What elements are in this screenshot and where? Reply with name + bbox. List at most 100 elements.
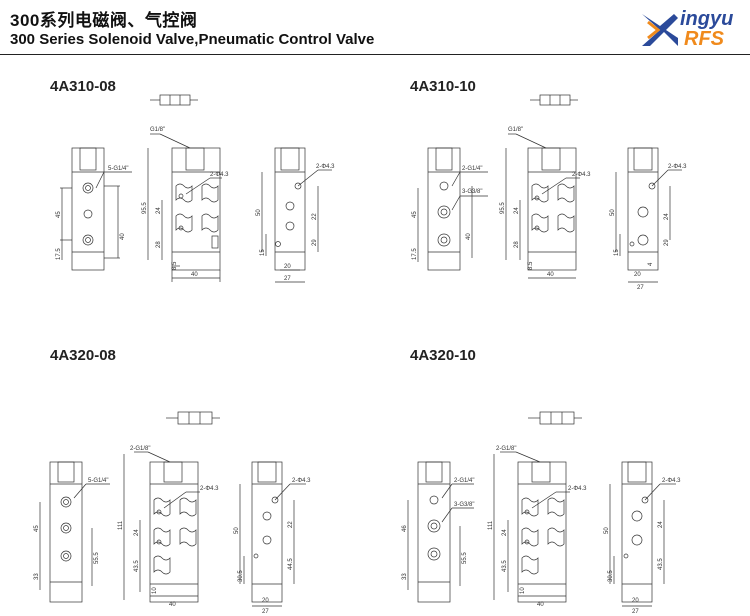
dim-w4: 4 bbox=[648, 262, 654, 266]
dim-w27: 27 bbox=[637, 285, 644, 291]
dim-29: 29 bbox=[312, 239, 318, 246]
dim-29: 29 bbox=[664, 239, 670, 246]
dim-17-5: 17.5 bbox=[56, 248, 62, 260]
valve-symbol-icon bbox=[150, 94, 198, 106]
label-port-side: 5-G1/4" bbox=[108, 166, 128, 172]
dim-45: 45 bbox=[412, 211, 418, 218]
label-hole-front: 2-Φ4.3 bbox=[210, 172, 229, 178]
dim-15: 15 bbox=[614, 249, 620, 256]
side-view-left-4 bbox=[407, 461, 474, 603]
dim-24: 24 bbox=[514, 207, 520, 214]
drawing-4a310-10 bbox=[417, 94, 682, 283]
page-title-cn: 300系列电磁阀、气控阀 bbox=[10, 11, 198, 30]
logo-line2: RFS bbox=[684, 28, 724, 50]
dim-24: 24 bbox=[502, 529, 508, 536]
side-view-right-3 bbox=[239, 461, 306, 607]
label-hole-side: 2-Φ4.3 bbox=[292, 478, 311, 484]
label-port-side2: 3-G3/8" bbox=[462, 189, 482, 195]
brand-x-icon bbox=[642, 14, 678, 46]
dim-w20: 20 bbox=[284, 264, 291, 270]
dim-w20: 20 bbox=[632, 598, 639, 604]
page-title-en: 300 Series Solenoid Valve,Pneumatic Cont… bbox=[10, 31, 375, 48]
dim-10: 10 bbox=[520, 587, 526, 594]
label-hole-side: 2-Φ4.3 bbox=[662, 478, 681, 484]
dim-15: 15 bbox=[260, 249, 266, 256]
dim-50: 50 bbox=[256, 209, 262, 216]
dim-24: 24 bbox=[156, 207, 162, 214]
label-port-side2: 3-G3/8" bbox=[454, 502, 474, 508]
drawing-4a310-08 bbox=[60, 94, 332, 283]
dim-24b: 24 bbox=[658, 521, 664, 528]
dim-10: 10 bbox=[152, 587, 158, 594]
dim-w27: 27 bbox=[262, 609, 269, 615]
model-title-3: 4A320-08 bbox=[50, 347, 116, 364]
dim-95-5: 95.5 bbox=[500, 202, 506, 214]
dim-43-5b: 43.5 bbox=[658, 558, 664, 570]
side-view-left-2 bbox=[417, 147, 488, 271]
valve-symbol-icon bbox=[530, 94, 578, 106]
dim-50: 50 bbox=[604, 527, 610, 534]
label-hole-side: 2-Φ4.3 bbox=[668, 164, 687, 170]
dim-22: 22 bbox=[312, 213, 318, 220]
label-hole-front: 2-Φ4.3 bbox=[572, 172, 591, 178]
header-divider bbox=[0, 54, 750, 55]
dim-40: 40 bbox=[466, 233, 472, 240]
label-port-top: 2-G1/8" bbox=[496, 446, 516, 452]
dim-33: 33 bbox=[34, 573, 40, 580]
dim-44-5: 44.5 bbox=[288, 558, 294, 570]
dim-111: 111 bbox=[118, 520, 124, 530]
label-port-side: 2-G1/4" bbox=[462, 166, 482, 172]
brand-logo: ingyu RFS bbox=[638, 8, 746, 52]
dim-w40: 40 bbox=[169, 602, 176, 608]
dim-8-5: 8.5 bbox=[528, 261, 534, 270]
side-view-left bbox=[60, 147, 132, 271]
dim-43-5: 43.5 bbox=[502, 560, 508, 572]
dim-w40: 40 bbox=[191, 272, 198, 278]
model-title-4: 4A320-10 bbox=[410, 347, 476, 364]
label-hole-front: 2-Φ4.3 bbox=[200, 486, 219, 492]
dim-30-5: 30.5 bbox=[608, 570, 614, 582]
dim-28: 28 bbox=[156, 241, 162, 248]
dim-24: 24 bbox=[134, 529, 140, 536]
label-port-top: 2-G1/8" bbox=[130, 446, 150, 452]
dim-w40: 40 bbox=[547, 272, 554, 278]
label-port-side: 5-G1/4" bbox=[88, 478, 108, 484]
front-view-3 bbox=[123, 451, 200, 603]
dim-95-5: 95.5 bbox=[142, 202, 148, 214]
dim-w40: 40 bbox=[537, 602, 544, 608]
dim-17-5: 17.5 bbox=[412, 248, 418, 260]
side-view-right-2 bbox=[615, 147, 682, 283]
valve-symbol-icon bbox=[528, 411, 582, 425]
label-hole-front: 2-Φ4.3 bbox=[568, 486, 587, 492]
logo-line1: ingyu bbox=[680, 8, 734, 30]
dim-50: 50 bbox=[234, 527, 240, 534]
dim-46: 46 bbox=[402, 525, 408, 532]
dim-22: 22 bbox=[288, 521, 294, 528]
label-port-side: 2-G1/4" bbox=[454, 478, 474, 484]
drawing-4a320-08 bbox=[39, 411, 306, 607]
label-port-top: G1/8" bbox=[150, 127, 165, 133]
dim-33: 33 bbox=[402, 573, 408, 580]
side-view-right-4 bbox=[609, 461, 676, 607]
dim-24b: 24 bbox=[664, 213, 670, 220]
side-view-left-3 bbox=[39, 461, 110, 603]
dim-55-5: 55.5 bbox=[94, 552, 100, 564]
dim-111: 111 bbox=[488, 520, 494, 530]
drawing-4a320-10 bbox=[407, 411, 676, 607]
model-title-2: 4A310-10 bbox=[410, 78, 476, 95]
dim-w20: 20 bbox=[634, 272, 641, 278]
dim-30-5: 30.5 bbox=[238, 570, 244, 582]
model-title-1: 4A310-08 bbox=[50, 78, 116, 95]
label-port-top: G1/8" bbox=[508, 127, 523, 133]
dim-w27: 27 bbox=[632, 609, 639, 615]
dim-45: 45 bbox=[56, 211, 62, 218]
front-view-4 bbox=[493, 451, 570, 603]
dim-28: 28 bbox=[514, 241, 520, 248]
valve-symbol-icon bbox=[166, 411, 220, 425]
dim-8-5: 8.5 bbox=[172, 261, 178, 270]
side-view-right-1 bbox=[261, 147, 332, 283]
dim-43-5: 43.5 bbox=[134, 560, 140, 572]
dim-40: 40 bbox=[120, 233, 126, 240]
front-view-1 bbox=[147, 133, 222, 282]
dim-55-5: 55.5 bbox=[462, 552, 468, 564]
